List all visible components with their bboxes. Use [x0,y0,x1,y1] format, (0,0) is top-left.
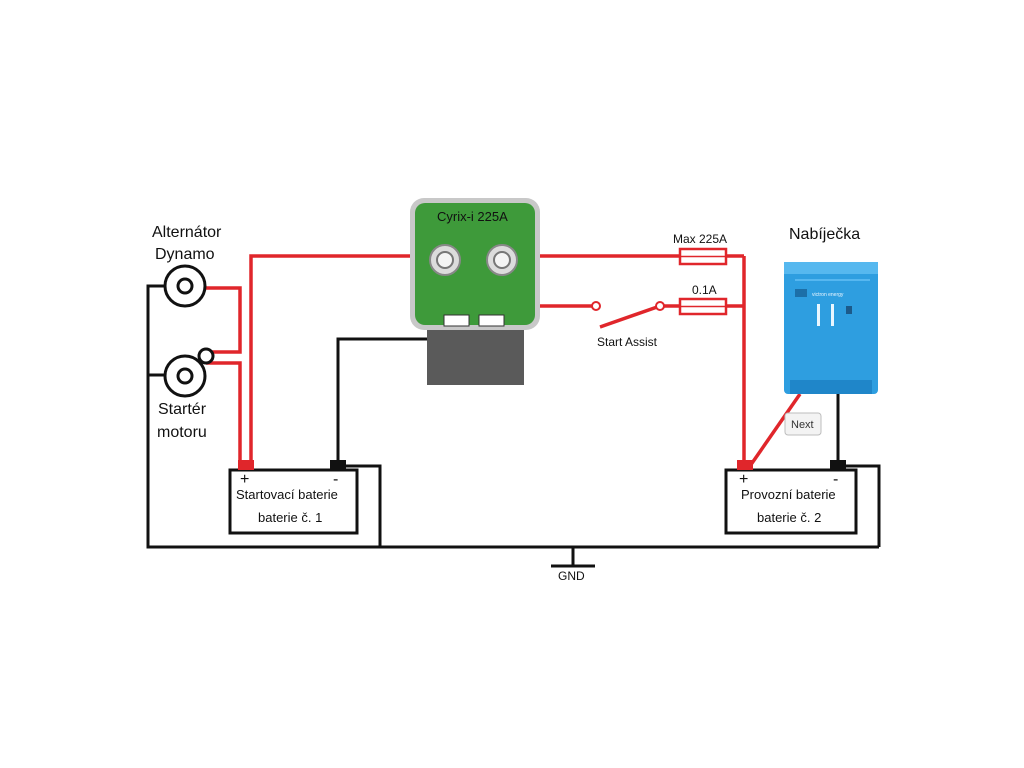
start-assist-label: Start Assist [597,335,658,349]
battery2-plus: + [739,471,748,488]
battery-1 [228,460,359,535]
charger-brand: victron energy [812,292,844,298]
fuse-main [678,247,728,266]
next-button[interactable]: Next [784,412,822,436]
battery1-number: baterie č. 1 [258,510,322,525]
cyrix-relay [410,198,540,385]
fuse-small [678,297,728,316]
battery2-name: Provozní baterie [741,487,836,502]
dynamo-label: Dynamo [155,246,215,263]
starter-symbol [163,347,215,398]
cyrix-title: Cyrix-i 225A [437,209,508,224]
battery1-minus: - [333,471,338,488]
charger-device [784,262,878,394]
battery2-minus: - [833,471,838,488]
switch-contact-right [655,301,665,311]
starter-motor-label: motoru [157,424,207,441]
gnd-label: GND [558,569,585,583]
fuse-main-label: Max 225A [673,232,727,246]
alternator-label: Alternátor [152,224,222,241]
fuse-small-label: 0.1A [692,283,717,297]
alternator-symbol [163,264,207,308]
battery1-name: Startovací baterie [236,487,338,502]
charger-title: Nabíječka [789,226,860,243]
next-button-label: Next [791,419,814,431]
battery1-plus: + [240,471,249,488]
switch-contact-left [591,301,601,311]
starter-label: Startér [158,401,207,418]
battery2-number: baterie č. 2 [757,510,821,525]
battery-2 [724,460,858,535]
